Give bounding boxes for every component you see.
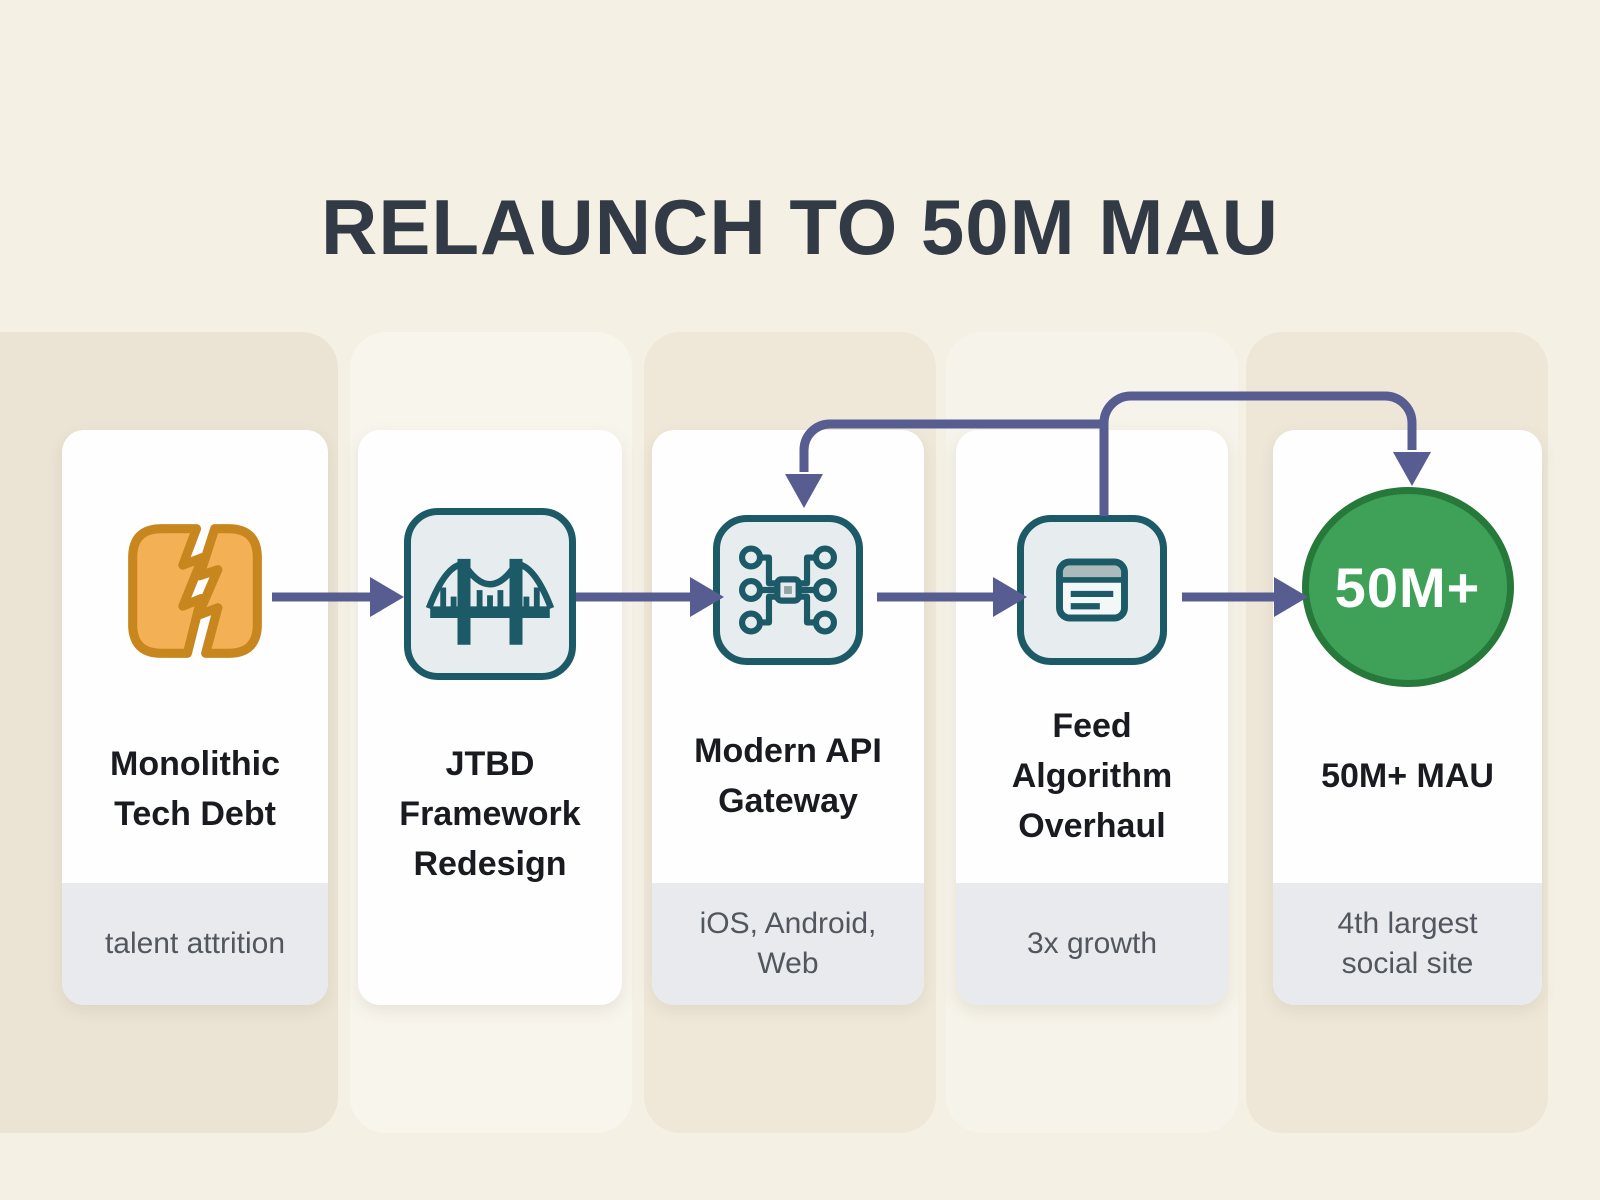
card-footer-note: 4th largest social site xyxy=(1273,883,1542,1005)
card-jtbd-framework-redesign: JTBD Framework Redesign xyxy=(358,430,622,1005)
milestone-badge: 50M+ xyxy=(1334,555,1481,619)
broken-app-icon xyxy=(128,524,262,658)
feed-icon xyxy=(1017,515,1167,665)
milestone-circle: 50M+ xyxy=(1301,487,1514,687)
card-modern-api-gateway: Modern API Gateway iOS, Android, Web xyxy=(652,430,924,1005)
card-50m-mau: 50M+ 50M+ MAU 4th largest social site xyxy=(1273,430,1542,1005)
card-footer-note: 3x growth xyxy=(956,883,1228,1005)
card-feed-algorithm-overhaul: Feed Algorithm Overhaul 3x growth xyxy=(956,430,1228,1005)
card-title: 50M+ MAU xyxy=(1321,757,1494,795)
card-footer-note: talent attrition xyxy=(62,883,328,1005)
card-monolithic-tech-debt: Monolithic Tech Debt talent attrition xyxy=(62,430,328,1005)
card-title: JTBD Framework Redesign xyxy=(399,745,581,883)
bridge-icon xyxy=(404,508,576,680)
page-title: RELAUNCH TO 50M MAU xyxy=(321,183,1279,271)
api-gateway-icon xyxy=(713,515,863,665)
card-footer-note: iOS, Android, Web xyxy=(652,883,924,1005)
card-title: Feed Algorithm Overhaul xyxy=(1011,707,1173,845)
card-title: Monolithic Tech Debt xyxy=(110,745,280,833)
card-title: Modern API Gateway xyxy=(694,732,882,820)
